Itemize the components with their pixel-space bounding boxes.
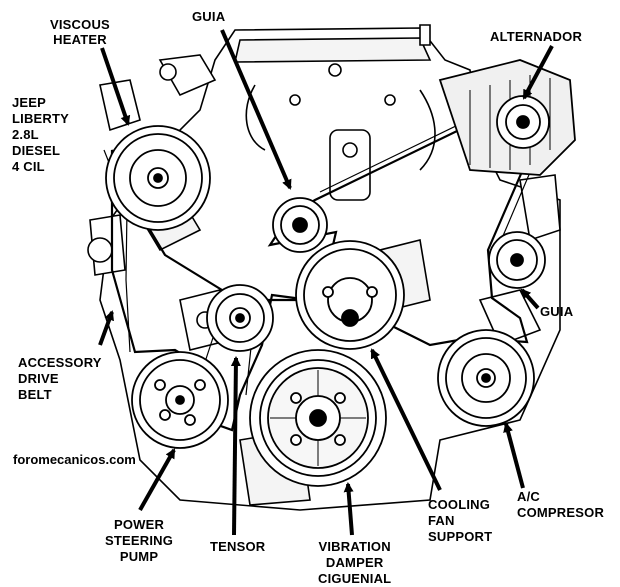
label-ac-compresor: A/C COMPRESOR xyxy=(517,489,605,520)
ac-compressor-pulley xyxy=(437,329,535,427)
power-steering-pulley xyxy=(131,351,229,449)
website-credit: foromecanicos.com xyxy=(13,452,136,467)
tensor-pulley xyxy=(206,284,274,352)
label-guia-right: GUIA xyxy=(540,304,574,319)
label-engine-model: JEEP LIBERTY 2.8L DIESEL 4 CIL xyxy=(12,95,70,174)
label-vibration-damper: VIBRATION DAMPER CIGUENIAL xyxy=(318,539,392,586)
label-accessory-drive-belt: ACCESSORY DRIVE BELT xyxy=(18,355,102,402)
cooling-fan-pulley xyxy=(295,240,405,350)
label-alternador: ALTERNADOR xyxy=(490,29,583,44)
label-cooling-fan-support: COOLING FAN SUPPORT xyxy=(428,497,493,544)
label-tensor: TENSOR xyxy=(210,539,266,554)
idler-pulley-right xyxy=(488,231,546,289)
viscous-heater-pulley xyxy=(105,125,211,231)
pointer-arrows xyxy=(98,29,554,536)
label-viscous-heater: VISCOUS HEATER xyxy=(50,17,110,47)
idler-pulley-top xyxy=(272,197,328,253)
label-power-steering-pump: POWER STEERING PUMP xyxy=(105,517,174,564)
vibration-damper-pulley xyxy=(249,349,387,487)
alternator xyxy=(438,59,576,176)
label-guia-top: GUIA xyxy=(192,9,226,24)
